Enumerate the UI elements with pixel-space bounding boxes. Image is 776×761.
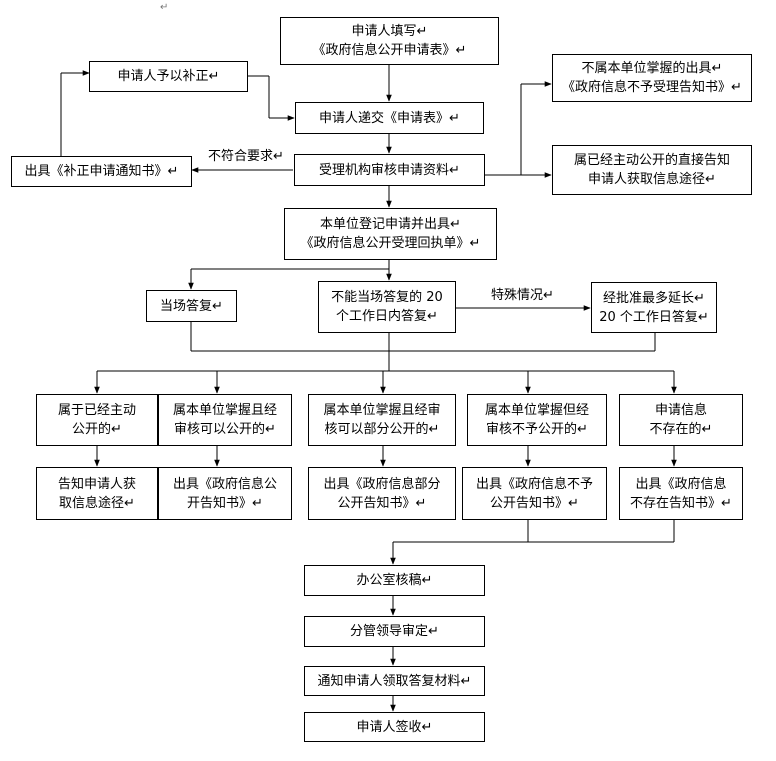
paragraph-mark: ↵	[160, 2, 169, 13]
box-extend: 经批准最多延长↵ 20 个工作日答复↵	[591, 282, 717, 333]
box-review: 受理机构审核申请资料↵	[294, 154, 485, 186]
box-office-review: 办公室核稿↵	[304, 565, 485, 596]
box-output-refuse: 出具《政府信息不予 公开告知书》↵	[462, 467, 607, 520]
box-category-none: 申请信息 不存在的↵	[619, 394, 743, 446]
box-output-public: 告知申请人获 取信息途径↵	[36, 467, 158, 520]
box-supplement: 申请人予以补正↵	[89, 61, 248, 92]
label-not-compliant: 不符合要求↵	[208, 149, 284, 164]
box-output-none: 出具《政府信息 不存在告知书》↵	[619, 467, 743, 520]
box-reply-now: 当场答复↵	[146, 290, 237, 322]
box-category-can-public: 属本单位掌握且经 审核可以公开的↵	[158, 394, 292, 446]
box-category-partial: 属本单位掌握且经审 核可以部分公开的↵	[308, 394, 456, 446]
box-output-partial: 出具《政府信息部分 公开告知书》↵	[308, 467, 456, 520]
box-category-refuse: 属本单位掌握但经 审核不予公开的↵	[467, 394, 607, 446]
box-sign: 申请人签收↵	[304, 712, 485, 742]
box-notify: 通知申请人领取答复材料↵	[304, 666, 485, 696]
box-correction-notice: 出具《补正申请通知书》↵	[11, 156, 192, 187]
box-not-held: 不属本单位掌握的出具↵ 《政府信息不予受理告知书》↵	[552, 54, 752, 102]
box-leader-approve: 分管领导审定↵	[304, 616, 485, 647]
box-fill-form: 申请人填写↵ 《政府信息公开申请表》↵	[280, 17, 499, 65]
box-submit: 申请人递交《申请表》↵	[295, 102, 484, 134]
box-already-public: 属已经主动公开的直接告知 申请人获取信息途径↵	[552, 145, 752, 195]
box-output-can-public: 出具《政府信息公 开告知书》↵	[158, 467, 292, 520]
box-reply-20: 不能当场答复的 20 个工作日内答复↵	[318, 281, 456, 333]
box-register: 本单位登记申请并出具↵ 《政府信息公开受理回执单》↵	[284, 208, 497, 260]
box-category-public: 属于已经主动 公开的↵	[36, 394, 158, 446]
label-special-case: 特殊情况↵	[491, 288, 554, 303]
